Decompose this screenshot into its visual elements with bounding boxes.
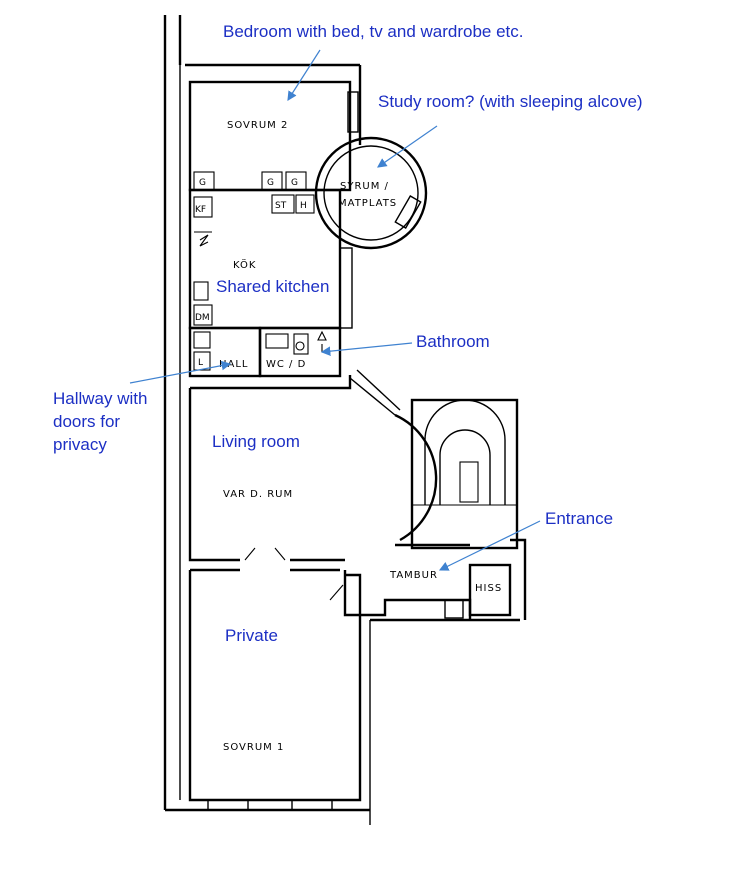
- stairwell: [410, 398, 519, 550]
- annotation-hallway-line1: Hallway with: [53, 389, 147, 408]
- label-fixture-g3: G: [291, 178, 298, 188]
- annotation-hallway-line3: privacy: [53, 435, 107, 454]
- label-hall: HALL: [219, 359, 249, 370]
- annotation-kitchen: Shared kitchen: [216, 277, 329, 296]
- label-sovrum-1: SOVRUM 1: [223, 742, 284, 753]
- label-fixture-kf: KF: [195, 205, 206, 215]
- label-fixture-dm: DM: [195, 313, 210, 323]
- label-syrum-line1: SYRUM /: [340, 181, 389, 192]
- annotation-bathroom: Bathroom: [416, 332, 490, 351]
- room-tambur: [343, 538, 527, 622]
- room-hall-wc: [188, 326, 342, 378]
- arrow-study: [377, 125, 438, 168]
- arrow-entrance: [438, 520, 541, 571]
- annotation-entrance: Entrance: [545, 509, 613, 528]
- label-sovrum-2: SOVRUM 2: [227, 120, 288, 131]
- label-fixture-l: L: [198, 358, 203, 368]
- label-fixture-st: ST: [275, 201, 287, 211]
- annotation-private: Private: [225, 626, 278, 645]
- label-hiss: HISS: [475, 583, 502, 594]
- label-kok: KÖK: [233, 258, 256, 271]
- annotation-bedroom: Bedroom with bed, tv and wardrobe etc.: [223, 22, 524, 41]
- annotation-study: Study room? (with sleeping alcove): [378, 92, 643, 111]
- kitchen-fixtures: [193, 171, 315, 326]
- label-tambur: TAMBUR: [389, 570, 438, 581]
- label-fixture-g2: G: [267, 178, 274, 188]
- room-sovrum-1: [188, 568, 362, 811]
- arrow-bedroom: [287, 49, 321, 102]
- room-sovrum-2: [188, 80, 359, 192]
- annotation-hallway-line2: doors for: [53, 412, 120, 431]
- label-syrum-line2: MATPLATS: [338, 198, 397, 209]
- annotation-living: Living room: [212, 432, 300, 451]
- label-vardrum: VAR D. RUM: [223, 489, 293, 500]
- room-vardagsrum: [188, 369, 438, 562]
- label-fixture-h: H: [300, 201, 307, 211]
- outer-wall: [163, 15, 371, 825]
- arrow-hallway: [129, 360, 232, 384]
- label-fixture-g1: G: [199, 178, 206, 188]
- label-wc: WC / D: [266, 359, 306, 370]
- room-syrum: [314, 136, 428, 250]
- arrow-bathroom: [320, 342, 413, 356]
